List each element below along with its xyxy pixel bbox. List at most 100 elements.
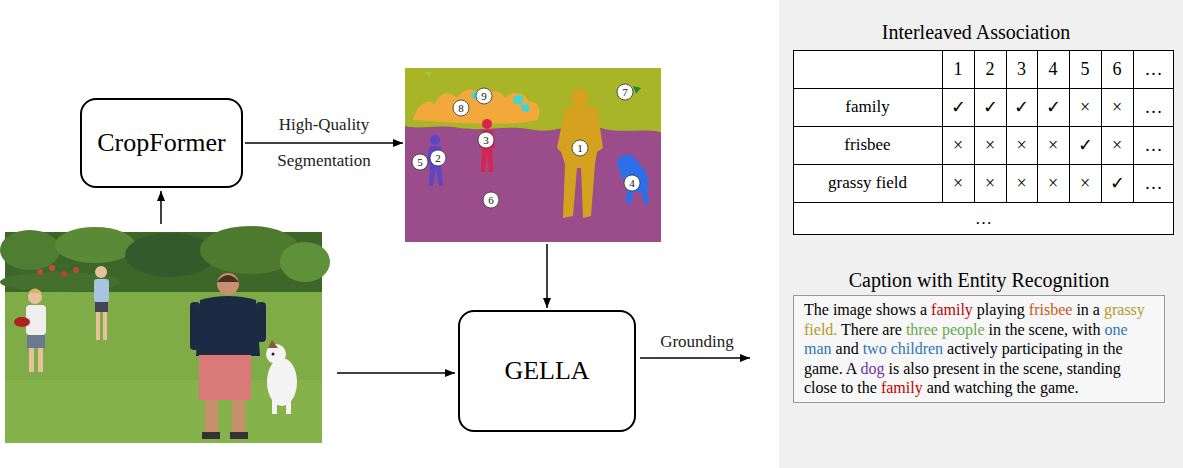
table-cell: … xyxy=(1133,126,1174,164)
box-label: GELLA xyxy=(504,356,589,386)
table-cell: × xyxy=(1101,126,1133,164)
segmentation-map-part xyxy=(521,103,530,112)
association-table-part xyxy=(794,51,1174,235)
association-table-part xyxy=(1037,51,1038,203)
man-figure-part xyxy=(190,302,200,350)
child-figure-part xyxy=(94,279,109,302)
callout-number: 8 xyxy=(453,100,469,116)
segmentation-map-part xyxy=(617,155,649,204)
caption-word: There xyxy=(841,321,878,338)
dog-figure-part xyxy=(272,400,277,414)
table-cell: × xyxy=(974,164,1006,202)
callout-circle xyxy=(430,150,446,166)
segmentation-map-part xyxy=(426,146,445,186)
child-figure xyxy=(94,266,109,340)
segmentation-map-part xyxy=(479,130,495,172)
association-table-part xyxy=(1006,51,1007,203)
man-figure-part xyxy=(202,432,220,439)
child-figure-part xyxy=(95,266,107,278)
callout-number: 3 xyxy=(478,132,494,148)
table-cell: × xyxy=(1101,88,1133,126)
caption-word: grassy xyxy=(1104,301,1145,318)
caption-box: The image shows a family playing frisbee… xyxy=(793,295,1165,403)
caption-word: in xyxy=(1087,340,1099,357)
callout-circle xyxy=(617,84,633,100)
man-figure-part xyxy=(196,296,260,356)
caption-word: two xyxy=(863,340,887,357)
table-cell: ✓ xyxy=(1069,126,1101,164)
table-cell: … xyxy=(1133,50,1174,88)
segmentation-map-part xyxy=(405,68,661,242)
man-figure-part xyxy=(256,302,266,342)
caption-word: image xyxy=(833,301,872,318)
association-table-part xyxy=(794,202,1174,203)
caption-word: standing xyxy=(1067,360,1121,377)
caption-word: the xyxy=(857,379,877,396)
caption-word: are xyxy=(882,321,902,338)
segmentation-map-part xyxy=(557,106,603,218)
segmentation-map-part xyxy=(430,135,440,145)
caption-word: close xyxy=(804,379,837,396)
table-cell: × xyxy=(942,164,974,202)
flow-arrow-part xyxy=(337,372,455,374)
caption-word: man xyxy=(804,340,832,357)
child-figure-part xyxy=(95,302,108,312)
caption-word: scene, xyxy=(1029,321,1069,338)
table-cell: ✓ xyxy=(974,88,1006,126)
caption-word: with xyxy=(1072,321,1100,338)
segmentation-map-part xyxy=(405,68,661,132)
caption-word: and xyxy=(927,379,950,396)
association-table-part xyxy=(1101,51,1102,203)
association-table-part xyxy=(794,164,1174,165)
table-cell: × xyxy=(1037,126,1069,164)
callout-circle xyxy=(624,175,640,191)
man-figure-part xyxy=(205,400,218,432)
input-photo-part xyxy=(49,265,55,271)
caption-word: game. xyxy=(804,360,843,377)
table-cell: × xyxy=(1069,164,1101,202)
callout-number: 6 xyxy=(483,192,499,208)
man-figure-part xyxy=(230,432,248,439)
caption-word: The xyxy=(804,301,829,318)
callout-number: 2 xyxy=(430,150,446,166)
caption-word: also xyxy=(903,360,929,377)
input-photo xyxy=(0,226,330,443)
caption-word: family xyxy=(881,379,923,396)
caption-word: scene, xyxy=(1023,360,1063,377)
caption-word: shows xyxy=(876,301,916,318)
table-cell: family xyxy=(793,88,942,126)
caption-word: the xyxy=(1000,360,1020,377)
child-figure-part xyxy=(28,289,42,294)
segmentation-map-part xyxy=(633,86,641,94)
input-photo-part xyxy=(280,242,330,282)
caption-word: watching xyxy=(954,379,1013,396)
table-cell: ✓ xyxy=(942,88,974,126)
association-table-part xyxy=(794,126,1174,127)
callout-number: 4 xyxy=(624,175,640,191)
child-figure-part xyxy=(29,348,34,372)
input-photo-part xyxy=(0,230,60,270)
segmentation-map-part xyxy=(482,119,492,129)
caption-word: in xyxy=(989,321,1001,338)
man-figure-part xyxy=(217,275,239,282)
callout-circle xyxy=(572,140,588,156)
caption-word: field. xyxy=(804,321,837,338)
caption-word: children xyxy=(891,340,943,357)
caption-word: dog xyxy=(860,360,884,377)
callout-number: 7 xyxy=(617,84,633,100)
caption-word: the xyxy=(1103,340,1123,357)
table-cell: grassy field xyxy=(793,164,942,202)
caption-word: the xyxy=(1016,379,1036,396)
table-cell: ✓ xyxy=(1037,88,1069,126)
caption-word: actively xyxy=(947,340,998,357)
input-photo-part xyxy=(55,227,135,263)
child-figure-part xyxy=(27,335,45,348)
table-cell: 4 xyxy=(1037,50,1069,88)
caption-word: is xyxy=(888,360,899,377)
input-photo-part xyxy=(5,292,322,443)
table-cell: ✓ xyxy=(1006,88,1037,126)
child-figure-part xyxy=(96,312,100,340)
caption-word: in xyxy=(983,360,995,377)
table-title: Interleaved Association xyxy=(780,18,1172,46)
